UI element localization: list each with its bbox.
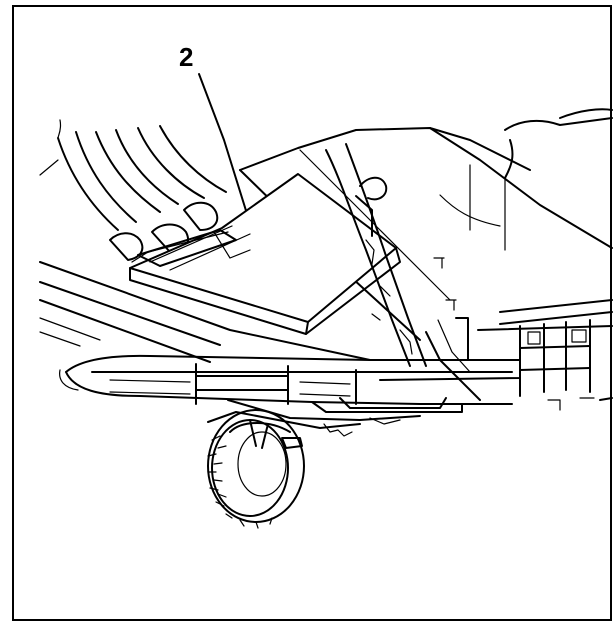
fuel-brake-lines [325, 143, 481, 401]
callout-2-label: 2 [179, 42, 193, 72]
rear-wheel-tire [207, 409, 305, 529]
suspension-link [207, 411, 401, 437]
side-sill [39, 261, 371, 363]
exhaust-pipes [39, 119, 227, 261]
heat-shield-assembly [129, 173, 401, 335]
rear-crossmember [477, 299, 613, 411]
underbody-tray [59, 354, 521, 421]
